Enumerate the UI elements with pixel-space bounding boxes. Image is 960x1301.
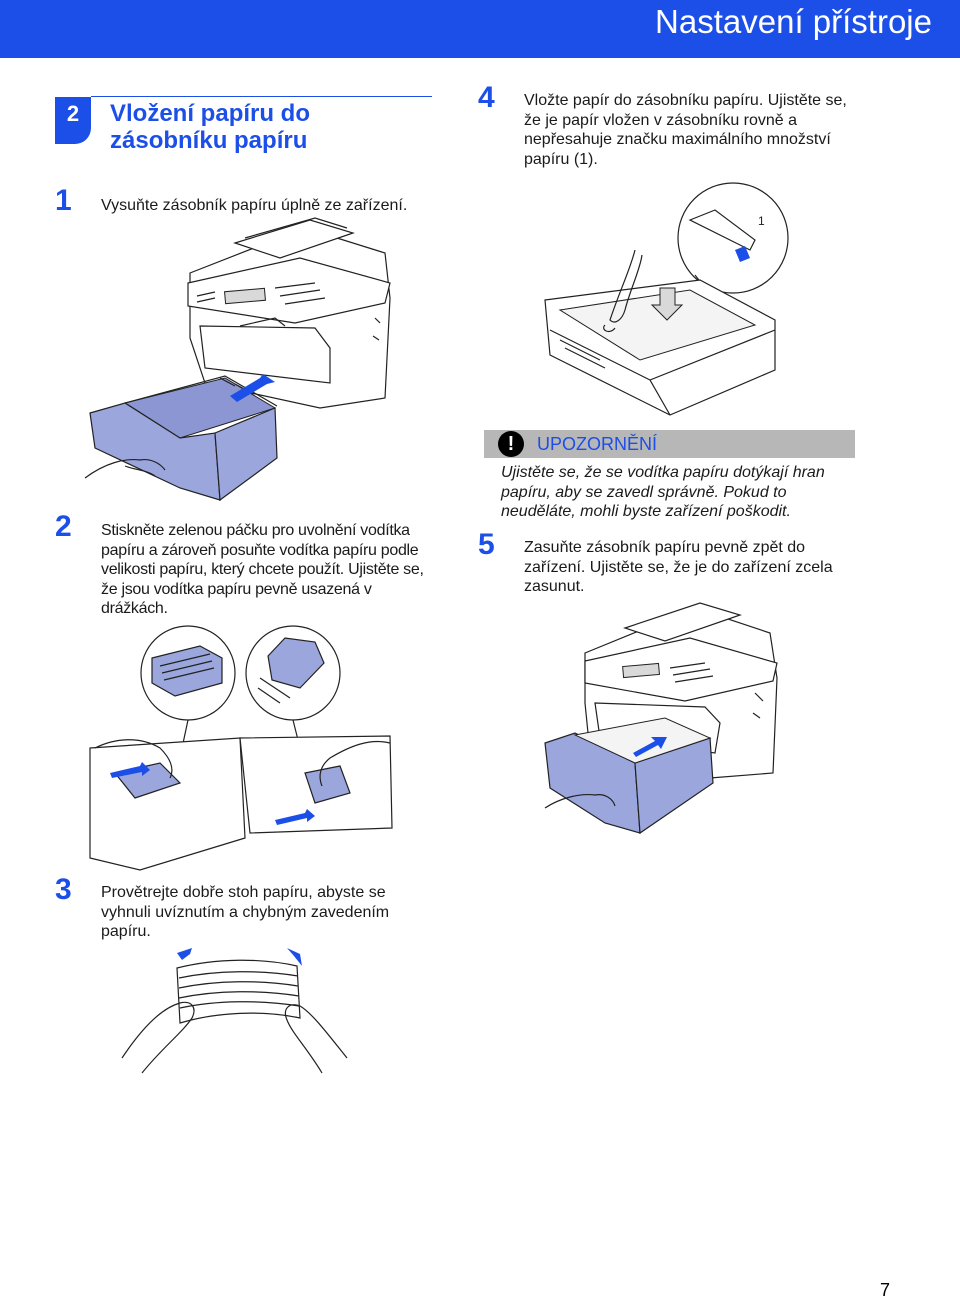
step-3-number: 3 (55, 873, 72, 906)
step-3-text: Provětrejte dobře stoh papíru, abyste se… (101, 884, 390, 940)
step-5-text: Zasuňte zásobník papíru pevně zpět do za… (524, 539, 833, 595)
callout-1-label: 1 (758, 214, 765, 228)
step-4-text: Vložte papír do zásobníku papíru. Ujistě… (524, 92, 847, 168)
page-header-title: Nastavení přístroje (655, 3, 932, 40)
fan-paper-illustration (121, 948, 348, 1074)
page-number: 7 (880, 1280, 891, 1300)
step-1-number: 1 (55, 184, 72, 217)
section-rule (91, 96, 432, 97)
caution-bar (484, 430, 855, 458)
step-4-number: 4 (478, 81, 495, 114)
step-2-number: 2 (55, 510, 72, 543)
step-5-number: 5 (478, 528, 495, 561)
header-bar (0, 0, 960, 58)
caution-label: UPOZORNĚNÍ (537, 434, 658, 454)
tray-insert-illustration (544, 602, 778, 835)
section-number-badge: 2 (55, 97, 91, 144)
paper-guide-illustration (89, 625, 393, 871)
caution-text: Ujistěte se, že se vodítka papíru dotýka… (501, 464, 825, 520)
printer-tray-out-illustration (84, 217, 391, 502)
section-title: Vložení papíru do zásobníku papíru (110, 100, 311, 154)
exclamation-icon: ! (498, 431, 524, 457)
step-1-text: Vysuňte zásobník papíru úplně ze zařízen… (101, 197, 408, 214)
load-paper-illustration: 1 (544, 182, 789, 416)
step-2-text: Stiskněte zelenou páčku pro uvolnění vod… (101, 522, 424, 617)
